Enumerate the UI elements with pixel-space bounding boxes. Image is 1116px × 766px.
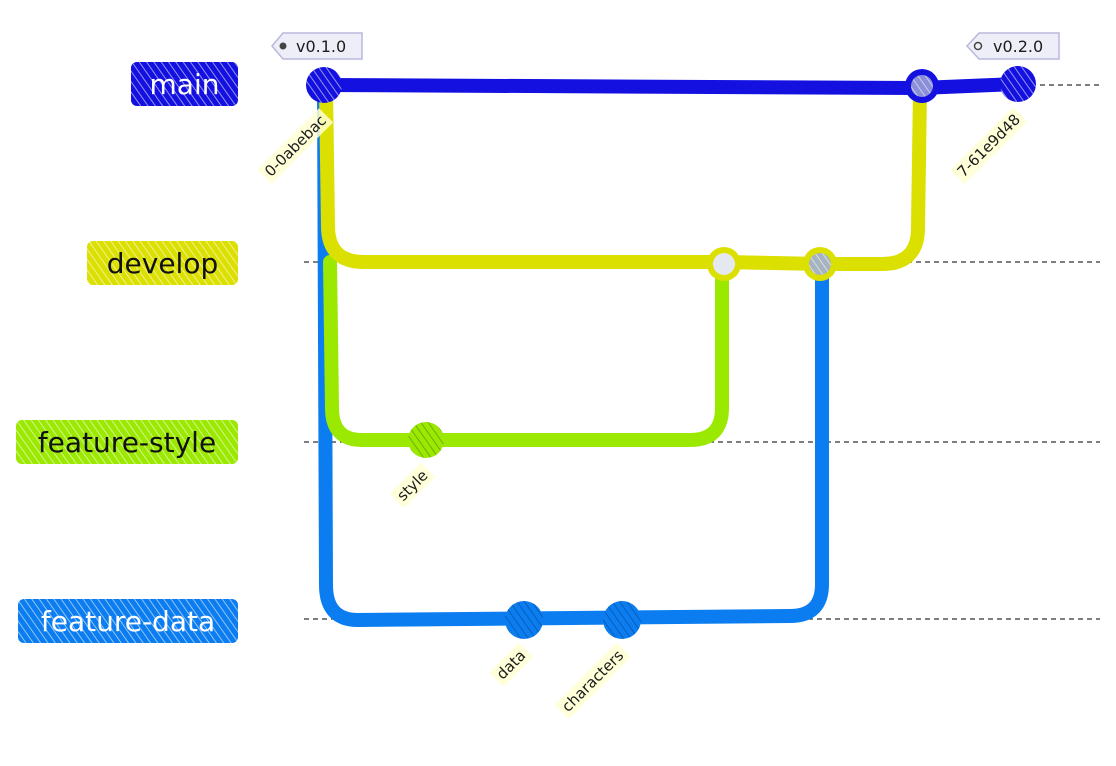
branch-label-feature-style-text: feature-style bbox=[37, 425, 217, 459]
branch-label-feature-data-text: feature-data bbox=[40, 604, 216, 638]
branch-label-feature-style[interactable]: feature-style bbox=[16, 420, 238, 464]
branch-label-develop-text: develop bbox=[106, 246, 219, 280]
branch-label-main[interactable]: main bbox=[131, 62, 238, 106]
branch-box-develop bbox=[87, 241, 238, 285]
commit-characters[interactable] bbox=[603, 601, 641, 639]
branch-box-feature-style bbox=[16, 420, 238, 464]
commit-0-0abebac[interactable] bbox=[306, 67, 342, 103]
merge-commit-main[interactable] bbox=[905, 69, 939, 103]
tag-shape-v010 bbox=[271, 32, 363, 60]
commit-style[interactable] bbox=[408, 422, 444, 458]
tag-v0.1.0-text: v0.1.0 bbox=[296, 36, 347, 56]
merge-commit-develop-data[interactable] bbox=[803, 247, 837, 281]
tag-v0.1.0[interactable]: v0.1.0 bbox=[272, 33, 362, 59]
tag-v0.2.0[interactable]: v0.2.0 bbox=[967, 33, 1059, 59]
commit-data[interactable] bbox=[505, 601, 543, 639]
branch-label-main-text: main bbox=[149, 67, 220, 101]
branch-path-feature-data bbox=[317, 83, 829, 627]
tag-v0.2.0-text: v0.2.0 bbox=[993, 36, 1044, 56]
branch-box-main bbox=[131, 62, 238, 106]
branch-path-develop bbox=[319, 83, 927, 271]
branch-label-feature-data[interactable]: feature-data bbox=[18, 599, 238, 643]
tag-shape-v020 bbox=[965, 32, 1060, 60]
commit-7-61e9d48[interactable] bbox=[1000, 66, 1036, 102]
merge-commit-develop-style[interactable] bbox=[707, 247, 741, 281]
branch-path-feature-style bbox=[323, 255, 729, 447]
branch-box-feature-data bbox=[18, 599, 238, 643]
branch-label-develop[interactable]: develop bbox=[87, 241, 238, 285]
